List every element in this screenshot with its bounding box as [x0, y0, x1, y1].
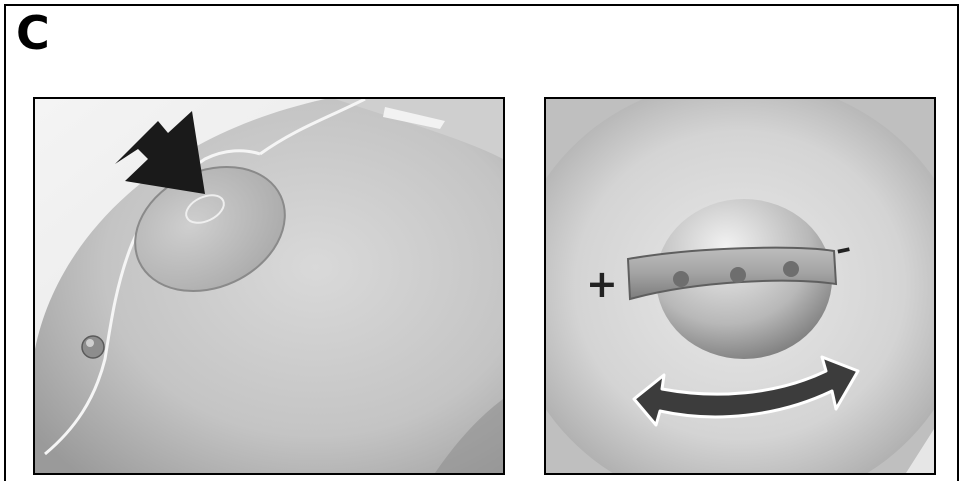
band-hole-1 [673, 271, 689, 287]
left-illustration [35, 99, 503, 473]
left-illustration-panel [33, 97, 505, 475]
right-illustration-panel: + – [544, 97, 936, 475]
plus-sign: + [586, 262, 618, 306]
side-knob [82, 336, 104, 358]
figure-label: C [16, 10, 50, 56]
band-hole-2 [730, 267, 746, 283]
side-knob-highlight [86, 339, 94, 347]
right-illustration: + – [546, 99, 934, 473]
band-hole-3 [783, 261, 799, 277]
